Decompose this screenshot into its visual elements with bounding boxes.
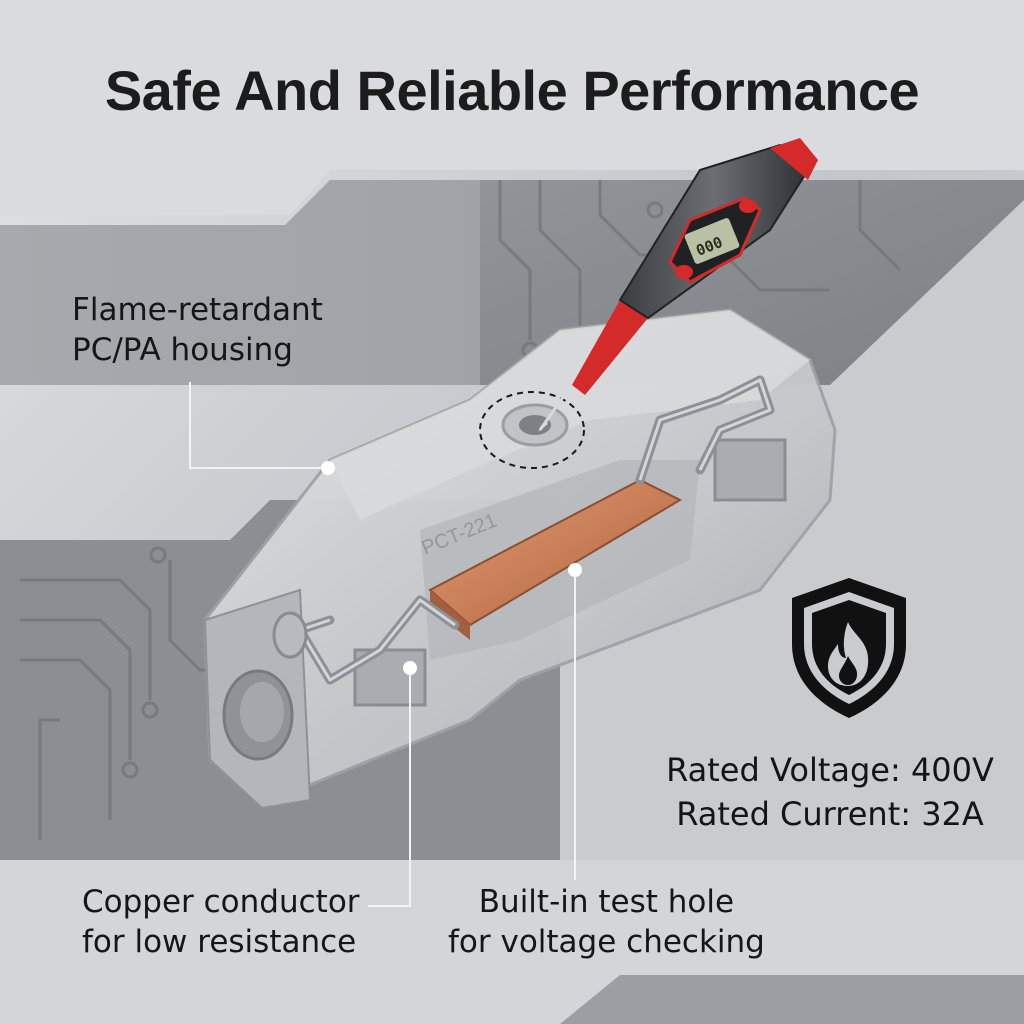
- callout-housing-line2: PC/PA housing: [72, 332, 293, 368]
- callout-test-hole-line2: for voltage checking: [448, 924, 765, 960]
- callout-housing-line1: Flame-retardant: [72, 292, 323, 328]
- copper-bar: [428, 478, 683, 640]
- callout-housing: Flame-retardant PC/PA housing: [72, 290, 323, 370]
- rated-current: Rated Current: 32A: [676, 795, 984, 833]
- callout-copper: Copper conductor for low resistance: [82, 882, 360, 962]
- callout-test-hole: Built-in test hole for voltage checking: [448, 882, 765, 962]
- callout-test-hole-line1: Built-in test hole: [478, 884, 735, 920]
- page-title: Safe And Reliable Performance: [104, 59, 920, 122]
- rated-specs: Rated Voltage: 400V Rated Current: 32A: [660, 748, 1000, 836]
- callout-copper-line1: Copper conductor: [82, 884, 360, 920]
- rated-voltage: Rated Voltage: 400V: [666, 751, 994, 789]
- voltage-tester-pen: 000: [538, 138, 818, 432]
- shield-flame-icon: [792, 578, 906, 718]
- callout-copper-line2: for low resistance: [82, 924, 357, 960]
